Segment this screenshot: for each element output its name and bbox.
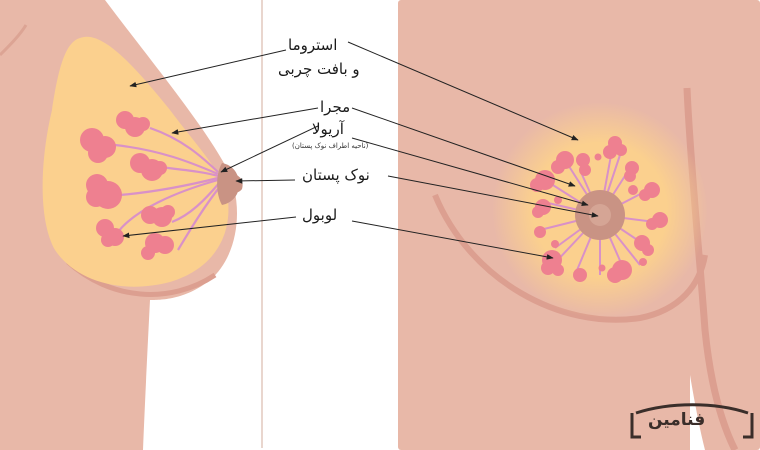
arrow-nipple-right: [387, 175, 599, 218]
ducts-side: [114, 126, 223, 251]
label-lobules: لوبول: [302, 206, 338, 224]
side-view-panel: [0, 0, 243, 450]
label-ducts: مجرا: [320, 98, 351, 116]
lobules-side: [80, 111, 175, 260]
lobules-front: [530, 136, 668, 283]
pointer-arrows: [122, 41, 599, 260]
label-nipple: نوک پستان: [302, 166, 370, 184]
arrow-areola-left: [220, 125, 319, 173]
arrow-stroma-right: [347, 41, 579, 141]
front-view-panel: [398, 0, 760, 450]
arrow-nipple-left: [235, 178, 296, 184]
arrow-lobules-left: [122, 216, 297, 239]
brand-logo-text: فنامین: [648, 410, 706, 430]
label-areola: آریولا: [312, 120, 344, 138]
nipple-side: [234, 174, 243, 193]
nipple-front: [589, 204, 611, 226]
arrow-lobules-right: [351, 220, 554, 260]
skin-crease: [0, 24, 28, 57]
cleavage-gap: [690, 375, 705, 450]
label-stroma-line2: و بافت چربی: [278, 60, 360, 78]
underbust-fold: [432, 193, 708, 323]
arrow-areola-right: [351, 137, 589, 206]
label-areola-sub: (ناحیه اطراف نوک پستان): [292, 142, 369, 150]
label-stroma-line1: استروما: [288, 36, 338, 54]
brand-logo-frame: [630, 403, 754, 439]
arrow-stroma-left: [129, 49, 287, 88]
arrow-ducts-right: [351, 107, 576, 187]
arrow-ducts-left: [171, 107, 319, 135]
areola-side: [217, 163, 240, 205]
